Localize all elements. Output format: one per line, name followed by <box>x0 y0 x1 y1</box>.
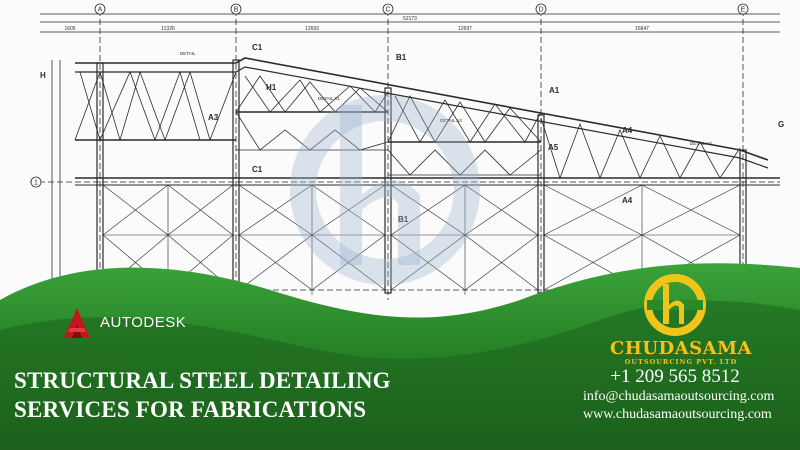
company-name: CHUDASAMA <box>610 338 752 359</box>
section-mark: C1 <box>252 165 263 174</box>
dim-text: 11326 <box>161 26 175 32</box>
company-brand: CHUDASAMA OUTSOURCING PVT. LTD <box>606 338 756 366</box>
detail-label: DETAIL A3 <box>440 118 462 123</box>
section-mark: A4 <box>622 126 633 135</box>
detail-label: DETAIL A1 <box>318 96 340 101</box>
phone-number[interactable]: +1 209 565 8512 <box>610 366 740 387</box>
watermark-logo-icon <box>290 95 480 285</box>
grid-label-a: A <box>98 7 103 14</box>
dim-text: 12693 <box>305 26 319 32</box>
website-link[interactable]: www.chudasamaoutsourcing.com <box>583 407 772 422</box>
section-mark: A1 <box>549 86 560 95</box>
section-mark: H1 <box>266 83 277 92</box>
detail-label: DETAIL <box>180 51 196 56</box>
section-mark: C1 <box>252 43 263 52</box>
section-mark: A4 <box>622 196 633 205</box>
contact-block: +1 209 565 8512 info@chudasamaoutsourcin… <box>575 366 775 424</box>
headline-line-2: SERVICES FOR FABRICATIONS <box>14 397 367 422</box>
grid-label-e: E <box>741 7 746 14</box>
headline-line-1: STRUCTURAL STEEL DETAILING <box>14 368 391 393</box>
autodesk-label: AUTODESK <box>100 314 187 331</box>
dim-text: 1605 <box>64 26 75 32</box>
grid-label-c: C <box>385 7 390 14</box>
section-mark: H <box>40 71 46 80</box>
autocad-logo-icon <box>64 308 90 338</box>
headline: STRUCTURAL STEEL DETAILING SERVICES FOR … <box>14 366 391 424</box>
email-link[interactable]: info@chudasamaoutsourcing.com <box>583 389 775 404</box>
autocad-brand: AUTODESK <box>62 306 186 340</box>
dim-text: 16647 <box>635 26 649 32</box>
section-mark: G <box>778 120 784 129</box>
detail-label: DETAIL A2 <box>690 141 712 146</box>
grid-label-b: B <box>234 7 239 14</box>
grid-label-d: D <box>538 7 543 14</box>
section-mark: A5 <box>548 143 559 152</box>
row-label-1: 1 <box>34 180 38 187</box>
section-mark: B1 <box>396 53 407 62</box>
chudasama-logo-icon <box>644 274 706 336</box>
section-mark: A3 <box>208 113 219 122</box>
dim-text: 52173 <box>403 16 417 22</box>
section-mark: B1 <box>398 215 409 224</box>
company-tagline: OUTSOURCING PVT. LTD <box>624 358 738 366</box>
dim-text: 12697 <box>458 26 472 32</box>
